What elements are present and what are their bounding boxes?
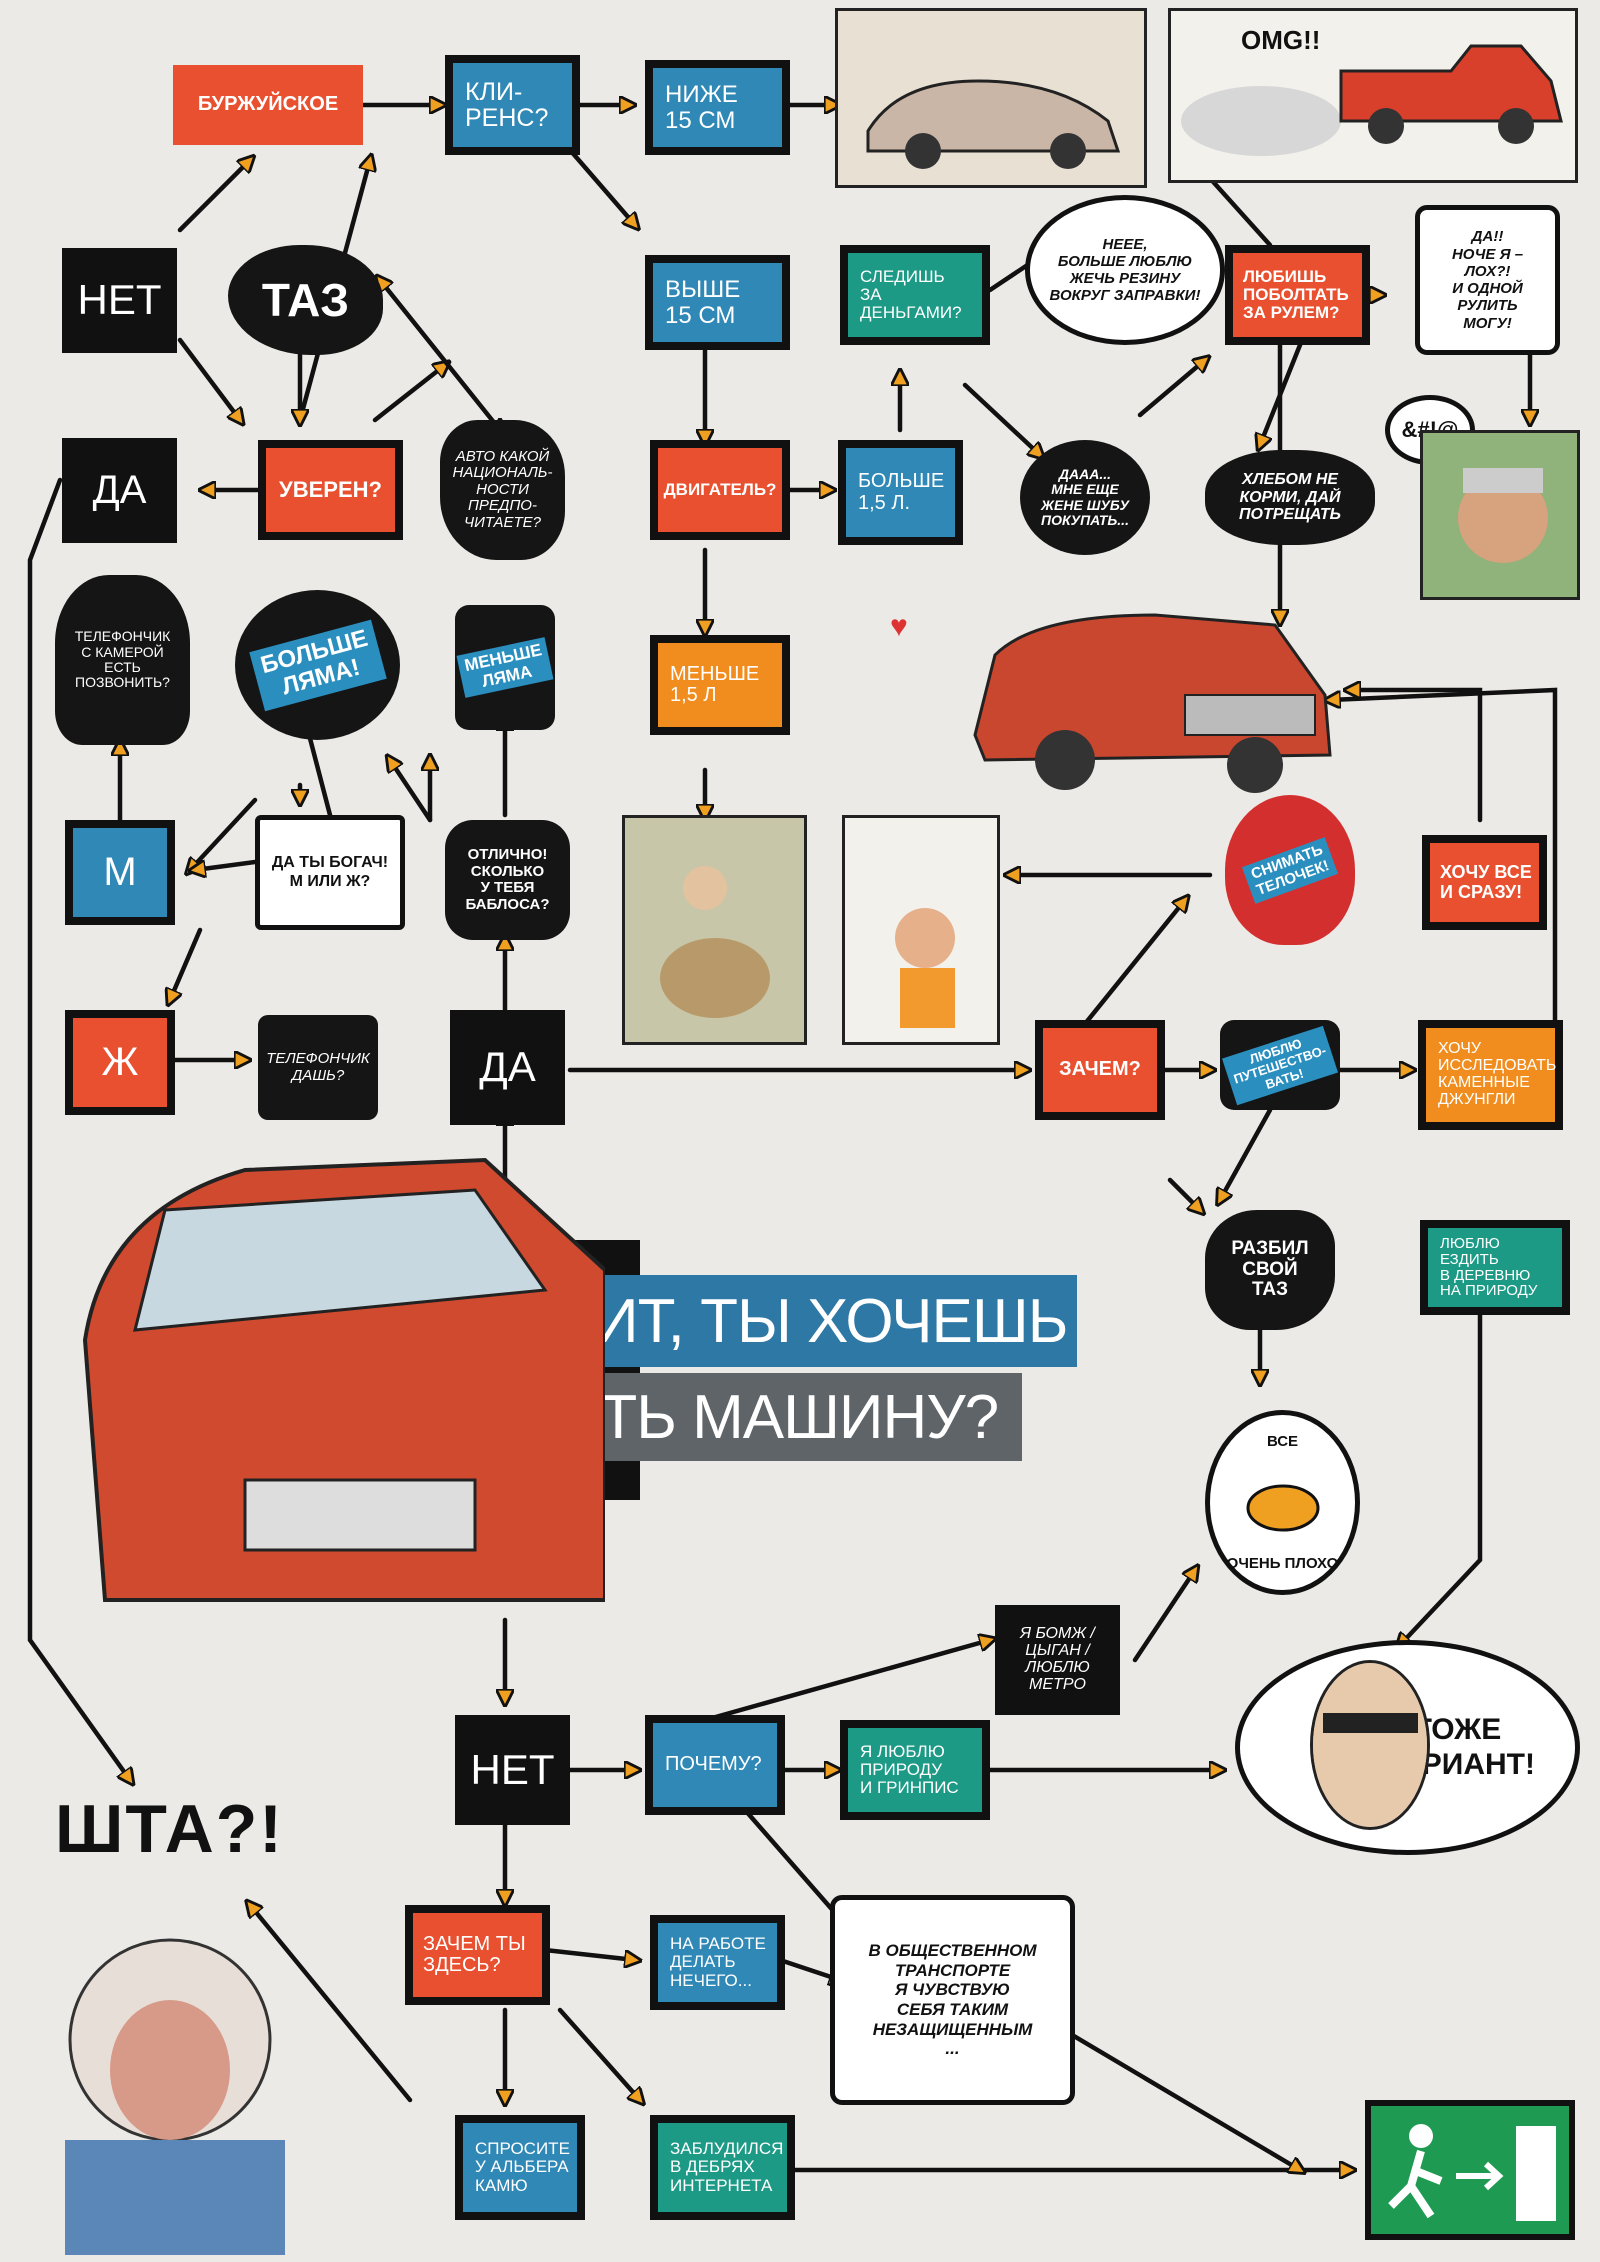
box-dvigatel[interactable]: ДВИГАТЕЛЬ? xyxy=(650,440,790,540)
kid-on-dog-photo xyxy=(622,815,807,1045)
blob-taz[interactable]: ТАЗ xyxy=(228,245,383,355)
box-sprosite-kamyu[interactable]: СПРОСИТЕ У АЛЬБЕРА КАМЮ xyxy=(455,2115,585,2220)
pickup-truck-photo: OMG!! xyxy=(1168,8,1578,183)
box-da-main[interactable]: ДА xyxy=(450,1010,565,1125)
box-sledish-za-dengami[interactable]: СЛЕДИШЬ ЗА ДЕНЬГАМИ? xyxy=(840,245,990,345)
box-menshe-15l[interactable]: МЕНЬШЕ 1,5 Л xyxy=(650,635,790,735)
exit-figure xyxy=(1388,2124,1556,2221)
suitcase-icon: ЛЮБЛЮ ПУТЕШЕСТВО- ВАТЬ! xyxy=(1220,1020,1340,1110)
box-net-1[interactable]: НЕТ xyxy=(62,248,177,353)
suv-photo xyxy=(955,585,1345,795)
box-bogach[interactable]: ДА ТЫ БОГАЧ! М ИЛИ Ж? xyxy=(255,815,405,930)
shta-label: ШТА?! xyxy=(55,1791,284,1867)
box-na-rabote[interactable]: НА РАБОТЕ ДЕЛАТЬ НЕЧЕГО... xyxy=(650,1915,785,2010)
bubble-da-noche: ДА!! НОЧЕ Я – ЛОХ?! И ОДНОЙ РУЛИТЬ МОГУ! xyxy=(1415,205,1560,355)
box-net-main[interactable]: НЕТ xyxy=(455,1715,570,1825)
duck-icon: ВСЕ ОЧЕНЬ ПЛОХО xyxy=(1205,1410,1360,1595)
box-klirens[interactable]: КЛИ- РЕНС? xyxy=(445,55,580,155)
angry-grandma-photo xyxy=(5,1880,325,2255)
box-bolshe-15l[interactable]: БОЛЬШЕ 1,5 Л. xyxy=(838,440,963,545)
box-zh[interactable]: Ж xyxy=(65,1010,175,1115)
dj-photo xyxy=(842,815,1000,1045)
bubble-hlebom: ХЛЕБОМ НЕ КОРМИ, ДАЙ ПОТРЕЩАТЬ xyxy=(1205,450,1375,545)
exit-sign-icon[interactable] xyxy=(1365,2100,1575,2240)
bubble-telefonchik-kamera: ТЕЛЕФОНЧИК С КАМЕРОЙ ЕСТЬ ПОЗВОНИТЬ? xyxy=(55,575,190,745)
bubble-avto-nacionalnosti: АВТО КАКОЙ НАЦИОНАЛЬ- НОСТИ ПРЕДПО- ЧИТА… xyxy=(440,420,565,560)
box-priroda[interactable]: Я ЛЮБЛЮ ПРИРОДУ И ГРИНПИС xyxy=(840,1720,990,1820)
box-bomzh[interactable]: Я БОМЖ / ЦЫГАН / ЛЮБЛЮ МЕТРО xyxy=(995,1605,1120,1715)
bubble-otlichno[interactable]: ОТЛИЧНО! СКОЛЬКО У ТЕБЯ БАБЛОСА? xyxy=(445,820,570,940)
car-icon xyxy=(838,11,1144,185)
box-da-1[interactable]: ДА xyxy=(62,438,177,543)
bubble-telefonchik-dash: ТЕЛЕФОНЧИК ДАШЬ? xyxy=(258,1015,378,1120)
car-icon: OMG!! xyxy=(1171,11,1575,180)
strawberry-icon: СНИМАТЬ ТЕЛОЧЕК! xyxy=(1225,795,1355,945)
box-burzhuyskoe[interactable]: БУРЖУЙСКОЕ xyxy=(173,65,363,145)
bubble-daaa: ДААА... МНЕ ЕЩЕ ЖЕНЕ ШУБУ ПОКУПАТЬ... xyxy=(1020,440,1150,555)
box-zachem[interactable]: ЗАЧЕМ? xyxy=(1035,1020,1165,1120)
box-lublu-ezdit[interactable]: ЛЮБЛЮ ЕЗДИТЬ В ДЕРЕВНЮ НА ПРИРОДУ xyxy=(1420,1220,1570,1315)
box-vyshe-15[interactable]: ВЫШЕ 15 СМ xyxy=(645,255,790,350)
box-zachem-ty-zdes[interactable]: ЗАЧЕМ ТЫ ЗДЕСЬ? xyxy=(405,1905,550,2005)
box-zabludilsya[interactable]: ЗАБЛУДИЛСЯ В ДЕБРЯХ ИНТЕРНЕТА xyxy=(650,2115,795,2220)
box-nizhe-15[interactable]: НИЖЕ 15 СМ xyxy=(645,60,790,155)
car-icon xyxy=(973,613,1332,793)
bubble-v-obshchestvennom: В ОБЩЕСТВЕННОМ ТРАНСПОРТЕ Я ЧУВСТВУЮ СЕБ… xyxy=(830,1895,1075,2105)
box-lubish-poboltat[interactable]: ЛЮБИШЬ ПОБОЛТАТЬ ЗА РУЛЕМ? xyxy=(1225,245,1370,345)
box-pochemu[interactable]: ПОЧЕМУ? xyxy=(645,1715,785,1815)
car-icon xyxy=(82,1157,605,1602)
box-hochu-issledovat[interactable]: ХОЧУ ИССЛЕДОВАТЬ КАМЕННЫЕ ДЖУНГЛИ xyxy=(1418,1020,1563,1130)
box-uveren[interactable]: УВЕРЕН? xyxy=(258,440,403,540)
money-bag-icon: БОЛЬШЕ ЛЯМА! xyxy=(235,590,400,740)
bubble-razbil-taz: РАЗБИЛ СВОЙ ТАЗ xyxy=(1205,1210,1335,1330)
jar-icon: МЕНЬШЕ ЛЯМА xyxy=(455,605,555,730)
big-car-photo xyxy=(45,1100,605,1630)
woman-photo xyxy=(1310,1660,1430,1830)
cloud-neee: НЕЕЕ, БОЛЬШЕ ЛЮБЛЮ ЖЕЧЬ РЕЗИНУ ВОКРУГ ЗА… xyxy=(1025,195,1225,345)
heart-icon: ♥ xyxy=(890,610,908,643)
box-m[interactable]: М xyxy=(65,820,175,925)
box-hochu-vse[interactable]: ХОЧУ ВСЕ И СРАЗУ! xyxy=(1422,835,1547,930)
angry-man-photo xyxy=(1420,430,1580,600)
omg-label: OMG!! xyxy=(1241,25,1320,55)
lowrider-photo xyxy=(835,8,1147,188)
